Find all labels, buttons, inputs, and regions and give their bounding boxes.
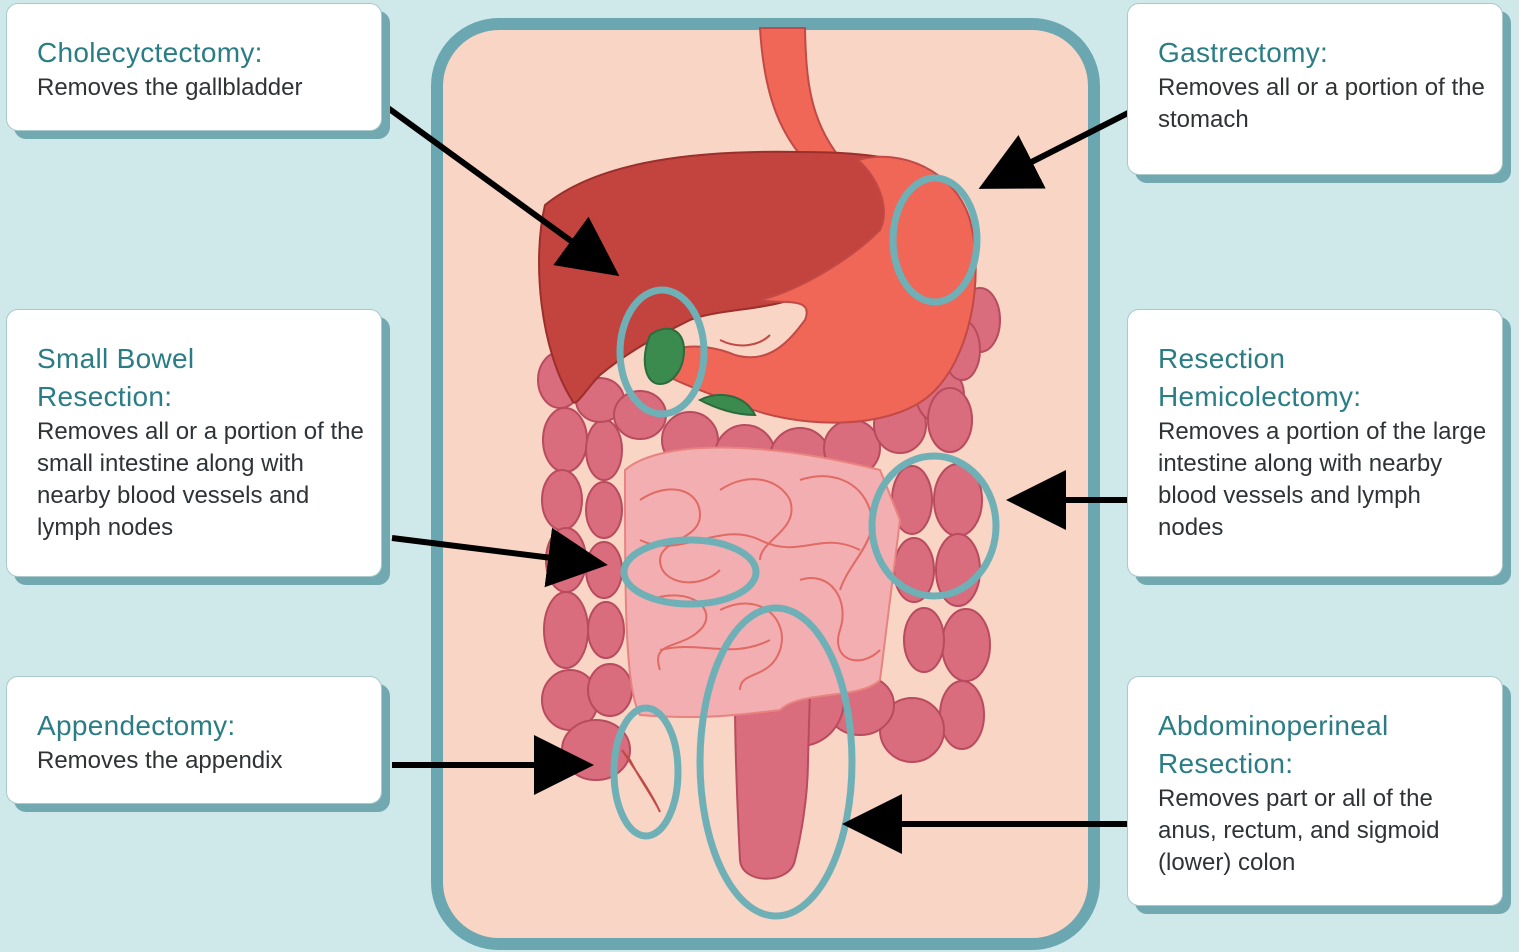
hemicolectomy-callout: Resection Hemicolectomy: Removes a porti… [1127, 309, 1503, 577]
apr-title-line1: Abdominoperineal [1158, 707, 1488, 745]
small-bowel-callout: Small Bowel Resection: Removes all or a … [6, 309, 382, 577]
appendectomy-title: Appendectomy: [37, 707, 367, 745]
apr-title-line2: Resection: [1158, 745, 1488, 783]
cholecystectomy-title: Cholecyctectomy: [37, 34, 367, 72]
gastrectomy-title: Gastrectomy: [1158, 34, 1488, 72]
appendectomy-description: Removes the appendix [37, 745, 367, 777]
gastrectomy-description: Removes all or a portion of the stomach [1158, 72, 1488, 136]
small-bowel-title-line1: Small Bowel [37, 340, 367, 378]
cholecystectomy-description: Removes the gallbladder [37, 72, 367, 104]
apr-description: Removes part or all of the anus, rectum,… [1158, 783, 1488, 879]
small-intestine [625, 448, 900, 718]
apr-callout: Abdominoperineal Resection: Removes part… [1127, 676, 1503, 906]
small-bowel-title-line2: Resection: [37, 378, 367, 416]
small-bowel-description: Removes all or a portion of the small in… [37, 416, 367, 544]
hemicolectomy-title-line1: Resection [1158, 340, 1488, 378]
hemicolectomy-title-line2: Hemicolectomy: [1158, 378, 1488, 416]
appendectomy-callout: Appendectomy: Removes the appendix [6, 676, 382, 804]
gastrectomy-callout: Gastrectomy: Removes all or a portion of… [1127, 3, 1503, 175]
cholecystectomy-callout: Cholecyctectomy: Removes the gallbladder [6, 3, 382, 131]
hemicolectomy-description: Removes a portion of the large intestine… [1158, 416, 1488, 544]
